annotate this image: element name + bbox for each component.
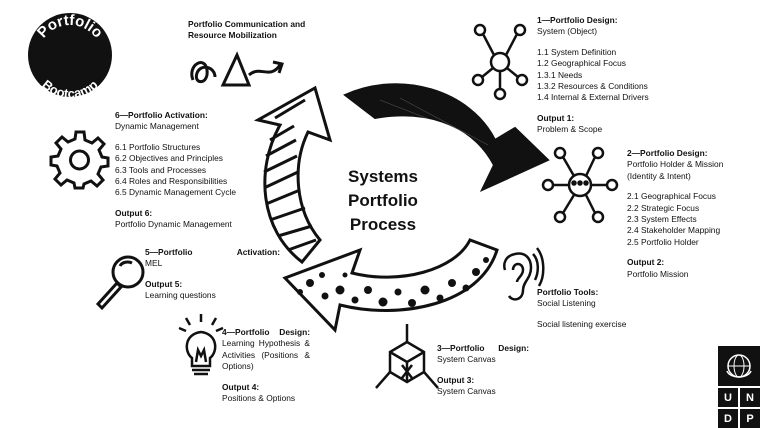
magnifier-icon <box>95 255 145 311</box>
undp-letter-cell: U <box>718 388 738 407</box>
activation6-output-label: Output 6: <box>115 207 153 218</box>
design1-item: 1.2 Geographical Focus <box>537 58 626 69</box>
undp-letter-cell: P <box>740 409 760 428</box>
un-emblem-icon <box>718 346 760 386</box>
design1-block: 1—Portfolio Design: System (Object) 1.1 … <box>537 15 649 136</box>
design2-item: 2.2 Strategic Focus <box>627 202 700 213</box>
center-title: Systems Portfolio Process <box>318 165 448 237</box>
design3-block: 3—Portfolio Design: System Canvas Output… <box>437 343 529 398</box>
activation6-subtitle: Dynamic Management <box>115 121 199 132</box>
activation6-item: 6.3 Tools and Processes <box>115 164 207 175</box>
activation6-item: 6.1 Portfolio Structures <box>115 141 201 152</box>
design4-output-label: Output 4: <box>222 381 260 392</box>
activation5-subtitle: MEL <box>145 258 163 269</box>
center-title-line: Portfolio <box>348 191 418 210</box>
activation5-output-label: Output 5: <box>145 278 183 289</box>
design4-block: 4—Portfolio Design: Learning Hypothesis … <box>222 327 310 404</box>
center-title-line: Systems <box>348 167 418 186</box>
communication-block: Portfolio Communication and Resource Mob… <box>188 19 305 42</box>
design2-heading: 2—Portfolio Design: <box>627 148 708 158</box>
design3-heading: 3—Portfolio Design: <box>437 343 529 353</box>
design1-output-value: Problem & Scope <box>537 124 603 135</box>
activation6-heading: 6—Portfolio Activation: <box>115 110 208 120</box>
arrow-canvas-dotted <box>282 238 499 334</box>
design1-subtitle: System (Object) <box>537 26 598 37</box>
design1-item: 1.3.2 Resources & Conditions <box>537 81 648 92</box>
design4-line: Options) <box>222 361 254 372</box>
design2-item: 2.3 System Effects <box>627 214 697 225</box>
design1-item: 1.3.1 Needs <box>537 69 583 80</box>
activation5-block: 5—Portfolio Activation: MEL Output 5: Le… <box>145 247 280 302</box>
activation5-heading: 5—Portfolio Activation: <box>145 247 280 257</box>
design2-subtitle: (Identity & Intent) <box>627 170 691 181</box>
design3-output-label: Output 3: <box>437 374 475 385</box>
design2-item: 2.1 Geographical Focus <box>627 191 716 202</box>
activation6-block: 6—Portfolio Activation: Dynamic Manageme… <box>115 110 236 231</box>
design2-output-value: Portfolio Mission <box>627 268 689 279</box>
badge-bottom-text: Bootcamp <box>39 77 100 101</box>
activation6-item: 6.2 Objectives and Principles <box>115 153 223 164</box>
tools-block: Portfolio Tools: Social Listening Social… <box>537 287 626 330</box>
design2-item: 2.5 Portfolio Holder <box>627 236 699 247</box>
undp-logo: U N D P <box>718 346 760 428</box>
design2-subtitle: Portfolio Holder & Mission <box>627 159 724 170</box>
globe-icon <box>726 354 752 378</box>
activation6-item: 6.4 Roles and Responsibilities <box>115 176 228 187</box>
communication-line1: Portfolio Communication and <box>188 19 306 29</box>
activation5-output-value: Learning questions <box>145 290 216 301</box>
network-nodes-icon <box>471 23 529 101</box>
center-title-line: Process <box>349 215 417 234</box>
lightbulb-icon <box>178 314 224 376</box>
design1-heading: 1—Portfolio Design: <box>537 15 618 25</box>
design2-output-label: Output 2: <box>627 257 665 268</box>
system-canvas-cube-icon <box>375 324 439 389</box>
design4-heading: 4—Portfolio Design: <box>222 327 310 337</box>
tools-heading: Portfolio Tools: <box>537 287 599 297</box>
design3-output-value: System Canvas <box>437 386 496 397</box>
design1-item: 1.1 System Definition <box>537 46 617 57</box>
mission-network-icon <box>541 146 619 224</box>
ear-icon <box>503 247 545 301</box>
communication-scribble-icon <box>190 51 284 87</box>
tools-item: Social listening exercise <box>537 318 627 329</box>
gear-icon <box>49 130 110 190</box>
design2-block: 2—Portfolio Design: Portfolio Holder & M… <box>627 148 723 280</box>
design1-item: 1.4 Internal & External Drivers <box>537 92 649 103</box>
design4-output-value: Positions & Options <box>222 393 296 404</box>
activation6-output-value: Portfolio Dynamic Management <box>115 219 232 230</box>
tools-item: Social Listening <box>537 298 596 309</box>
undp-letter-cell: N <box>740 388 760 407</box>
activation6-item: 6.5 Dynamic Management Cycle <box>115 187 237 198</box>
undp-letter-cell: D <box>718 409 738 428</box>
design2-item: 2.4 Stakeholder Mapping <box>627 225 721 236</box>
badge-top-text: Portfolio <box>34 12 106 41</box>
design1-output-label: Output 1: <box>537 112 575 123</box>
design4-line: Activities (Positions & <box>222 349 310 360</box>
design4-line: Learning Hypothesis & <box>222 338 310 349</box>
design3-subtitle: System Canvas <box>437 354 496 365</box>
communication-line2: Resource Mobilization <box>188 30 277 41</box>
